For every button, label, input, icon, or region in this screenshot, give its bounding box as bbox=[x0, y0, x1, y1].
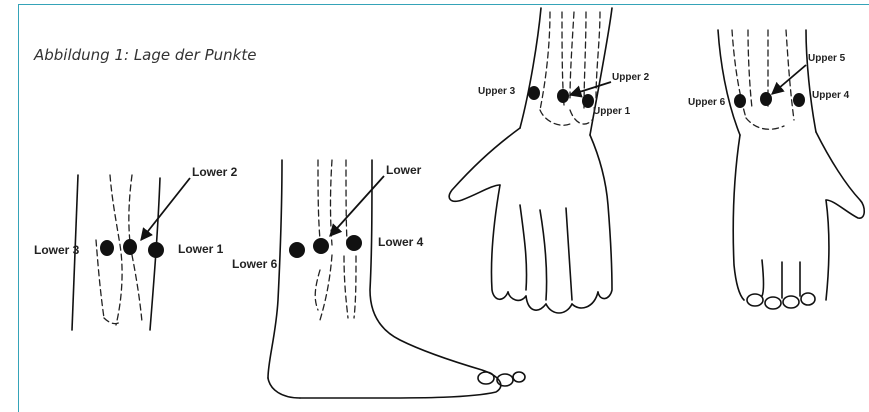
label-upper-5: Upper 5 bbox=[808, 53, 846, 64]
label-lower-2: Lower 2 bbox=[192, 165, 238, 179]
point-upper-6 bbox=[734, 94, 746, 108]
point-upper-4 bbox=[793, 93, 805, 107]
point-upper-5 bbox=[760, 92, 772, 106]
label-lower-3: Lower 3 bbox=[34, 243, 80, 257]
point-lower-2 bbox=[123, 239, 137, 255]
lower-leg-side-drawing bbox=[268, 160, 525, 398]
label-lower-5: Lower bbox=[386, 163, 422, 177]
point-lower-1 bbox=[148, 242, 164, 258]
label-upper-4: Upper 4 bbox=[812, 90, 850, 101]
label-lower-6: Lower 6 bbox=[232, 257, 278, 271]
arrow-upper-2 bbox=[570, 82, 611, 95]
point-upper-2 bbox=[557, 89, 569, 103]
lower-leg-front-drawing bbox=[72, 175, 160, 330]
hand-back-points bbox=[734, 65, 806, 108]
point-upper-3 bbox=[528, 86, 540, 100]
lower-side-points bbox=[289, 176, 384, 258]
label-upper-1: Upper 1 bbox=[593, 106, 631, 117]
label-upper-6: Upper 6 bbox=[688, 97, 726, 108]
label-lower-4: Lower 4 bbox=[378, 235, 424, 249]
point-lower-6 bbox=[289, 242, 305, 258]
label-upper-3: Upper 3 bbox=[478, 86, 516, 97]
hand-back-drawing bbox=[718, 30, 864, 309]
lower-front-points bbox=[100, 178, 190, 258]
arrow-lower-5 bbox=[330, 176, 384, 236]
point-lower-4 bbox=[346, 235, 362, 251]
point-lower-3 bbox=[100, 240, 114, 256]
point-lower-5 bbox=[313, 238, 329, 254]
arrow-lower-2 bbox=[141, 178, 190, 240]
hand-palm-drawing bbox=[449, 8, 612, 313]
label-lower-1: Lower 1 bbox=[178, 242, 224, 256]
label-upper-2: Upper 2 bbox=[612, 72, 650, 83]
